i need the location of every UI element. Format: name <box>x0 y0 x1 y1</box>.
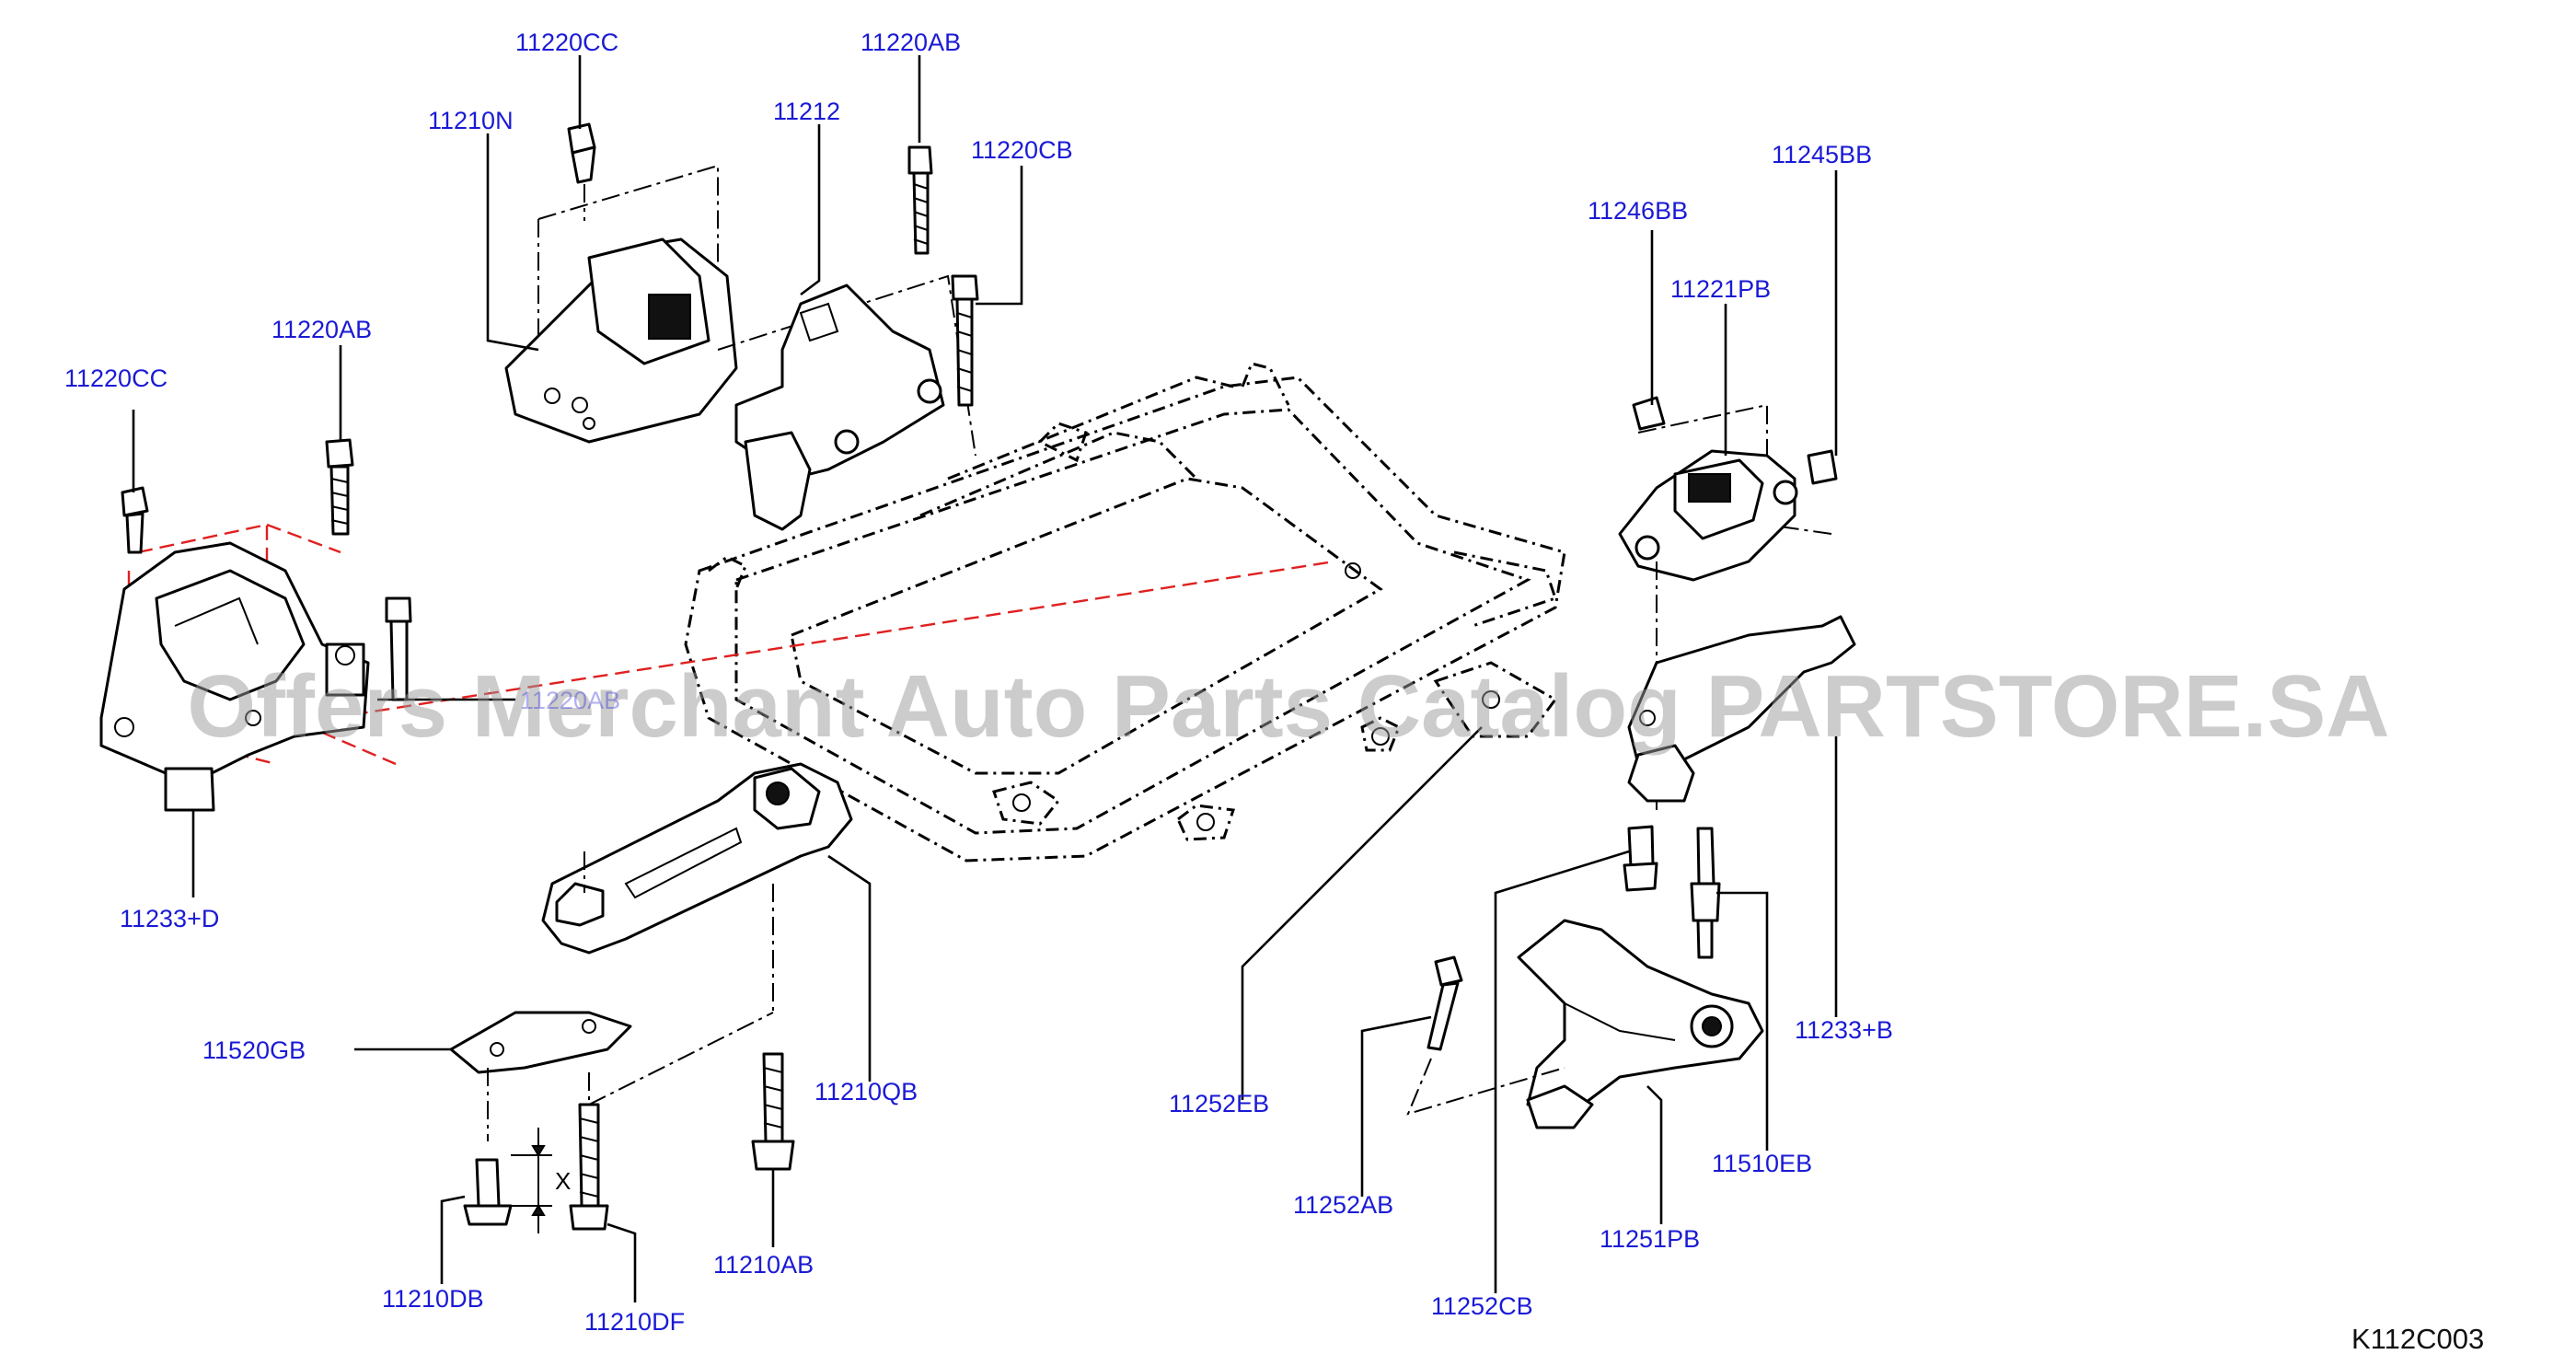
nut-11245BB <box>1807 449 1838 485</box>
front-subframe <box>684 362 1566 862</box>
watermark-text: Offers Merchant Auto Parts Catalog PARTS… <box>187 657 2389 756</box>
part-label-11210AB[interactable]: 11210AB <box>713 1251 814 1279</box>
part-label-11520GB[interactable]: 11520GB <box>202 1036 306 1064</box>
engine-mount-11233D <box>99 541 370 812</box>
bolt-11210AB <box>751 1052 795 1171</box>
bracket-11233B <box>1627 561 1856 810</box>
dimension-x: X <box>511 1128 571 1233</box>
part-label-11210QB[interactable]: 11210QB <box>814 1078 918 1106</box>
part-label-11510EB[interactable]: 11510EB <box>1712 1150 1812 1177</box>
part-label-11220CC[interactable]: 11220CC <box>64 365 167 392</box>
part-label-11252AB[interactable]: 11252AB <box>1293 1191 1393 1219</box>
dimension-x-mark: X <box>555 1167 571 1195</box>
nut-11246BB <box>1632 396 1666 431</box>
bracket-11212 <box>717 274 976 531</box>
bracket-11520GB <box>449 1011 774 1141</box>
bolt-11210DB <box>463 1158 513 1226</box>
bolt-11220CC-top <box>567 122 596 221</box>
bolt-11210DF <box>569 1103 609 1231</box>
part-label-11221PB[interactable]: 11221PB <box>1670 275 1771 303</box>
part-label-11251PB[interactable]: 11251PB <box>1600 1225 1700 1253</box>
torque-rod-11210QB <box>541 762 853 1013</box>
bolt-11220AB-top <box>907 145 933 255</box>
diagram-code: K112C003 <box>2351 1323 2484 1355</box>
part-labels: 11220CC 11210N 11220AB 11212 11220CB 112… <box>64 29 1893 1336</box>
bolt-11252AB <box>1406 955 1565 1116</box>
part-label-11220CC[interactable]: 11220CC <box>515 29 618 56</box>
part-label-11246BB[interactable]: 11246BB <box>1588 197 1688 225</box>
part-label-11220AB[interactable]: 11220AB <box>520 687 620 714</box>
stud-11233B <box>1690 827 1721 959</box>
bolt-11252CB <box>1623 825 1658 892</box>
part-label-11220AB[interactable]: 11220AB <box>861 29 961 56</box>
engine-mount-11221PB <box>1618 403 1832 582</box>
part-label-11220AB[interactable]: 11220AB <box>271 316 372 343</box>
part-label-11210DB[interactable]: 11210DB <box>382 1285 484 1313</box>
part-label-11233D[interactable]: 11233+D <box>120 905 219 932</box>
part-label-11220CB[interactable]: 11220CB <box>971 136 1073 164</box>
part-label-11233B[interactable]: 11233+B <box>1795 1016 1893 1044</box>
bolt-11220AB-left <box>325 438 354 536</box>
part-label-11212[interactable]: 11212 <box>773 98 840 125</box>
part-label-11210N[interactable]: 11210N <box>428 107 514 134</box>
bolt-11220CC-left <box>121 486 149 554</box>
part-label-11210DF[interactable]: 11210DF <box>584 1308 685 1336</box>
engine-mount-11210N <box>504 164 738 444</box>
transverse-link-11251PB <box>1517 919 1764 1129</box>
bolt-11220CB <box>951 274 979 407</box>
bolt-11220AB-obscured <box>385 596 412 701</box>
part-label-11252EB[interactable]: 11252EB <box>1169 1090 1269 1117</box>
leader-lines <box>132 55 1838 1302</box>
part-label-11252CB[interactable]: 11252CB <box>1431 1292 1533 1320</box>
part-label-11245BB[interactable]: 11245BB <box>1772 141 1872 168</box>
